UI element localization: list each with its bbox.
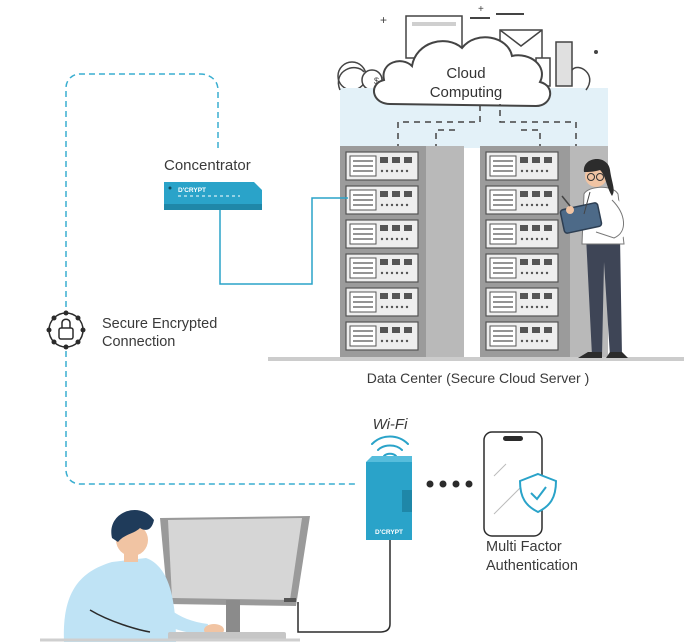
secure-connection-path bbox=[65, 73, 358, 485]
server-unit bbox=[345, 253, 419, 283]
mfa-label-line2: Authentication bbox=[486, 558, 578, 574]
concentrator-device bbox=[164, 182, 262, 210]
cloud-icon bbox=[337, 36, 591, 108]
server-unit bbox=[485, 321, 559, 351]
svg-text:+: + bbox=[478, 4, 484, 15]
shield-check-icon bbox=[518, 472, 558, 514]
technician-illustration bbox=[559, 158, 628, 358]
server-unit bbox=[485, 219, 559, 249]
wifi-icon bbox=[371, 435, 409, 457]
server-unit bbox=[345, 185, 419, 215]
data-center-label: Data Center (Secure Cloud Server ) bbox=[367, 370, 590, 386]
server-unit bbox=[345, 219, 419, 249]
router-brand: D'CRYPT bbox=[375, 529, 403, 536]
concentrator-server-cable bbox=[219, 197, 348, 285]
svg-text:+: + bbox=[380, 13, 387, 27]
user-at-computer-illustration bbox=[63, 509, 310, 642]
server-unit bbox=[345, 287, 419, 317]
concentrator-brand: D'CRYPT bbox=[178, 187, 206, 194]
wifi-router-device bbox=[366, 456, 412, 540]
server-unit bbox=[485, 185, 559, 215]
mfa-label-line1: Multi Factor bbox=[486, 539, 562, 555]
server-unit bbox=[345, 151, 419, 181]
cloud-label-line1: Cloud bbox=[446, 65, 485, 82]
router-phone-dots bbox=[426, 480, 473, 488]
svg-text:$: $ bbox=[374, 76, 379, 86]
lock-icon bbox=[46, 310, 86, 350]
cloud-rack-links bbox=[397, 104, 577, 150]
server-units bbox=[345, 151, 559, 351]
cloud-label-line2: Computing bbox=[430, 84, 503, 101]
concentrator-label: Concentrator bbox=[164, 157, 251, 174]
wifi-label: Wi-Fi bbox=[373, 416, 409, 433]
router-computer-cable bbox=[297, 540, 391, 633]
server-unit bbox=[345, 321, 419, 351]
server-unit bbox=[485, 253, 559, 283]
secure-connection-label-line1: Secure Encrypted bbox=[102, 316, 217, 332]
secure-connection-label-line2: Connection bbox=[102, 334, 175, 350]
server-unit bbox=[485, 287, 559, 317]
server-unit bbox=[485, 151, 559, 181]
